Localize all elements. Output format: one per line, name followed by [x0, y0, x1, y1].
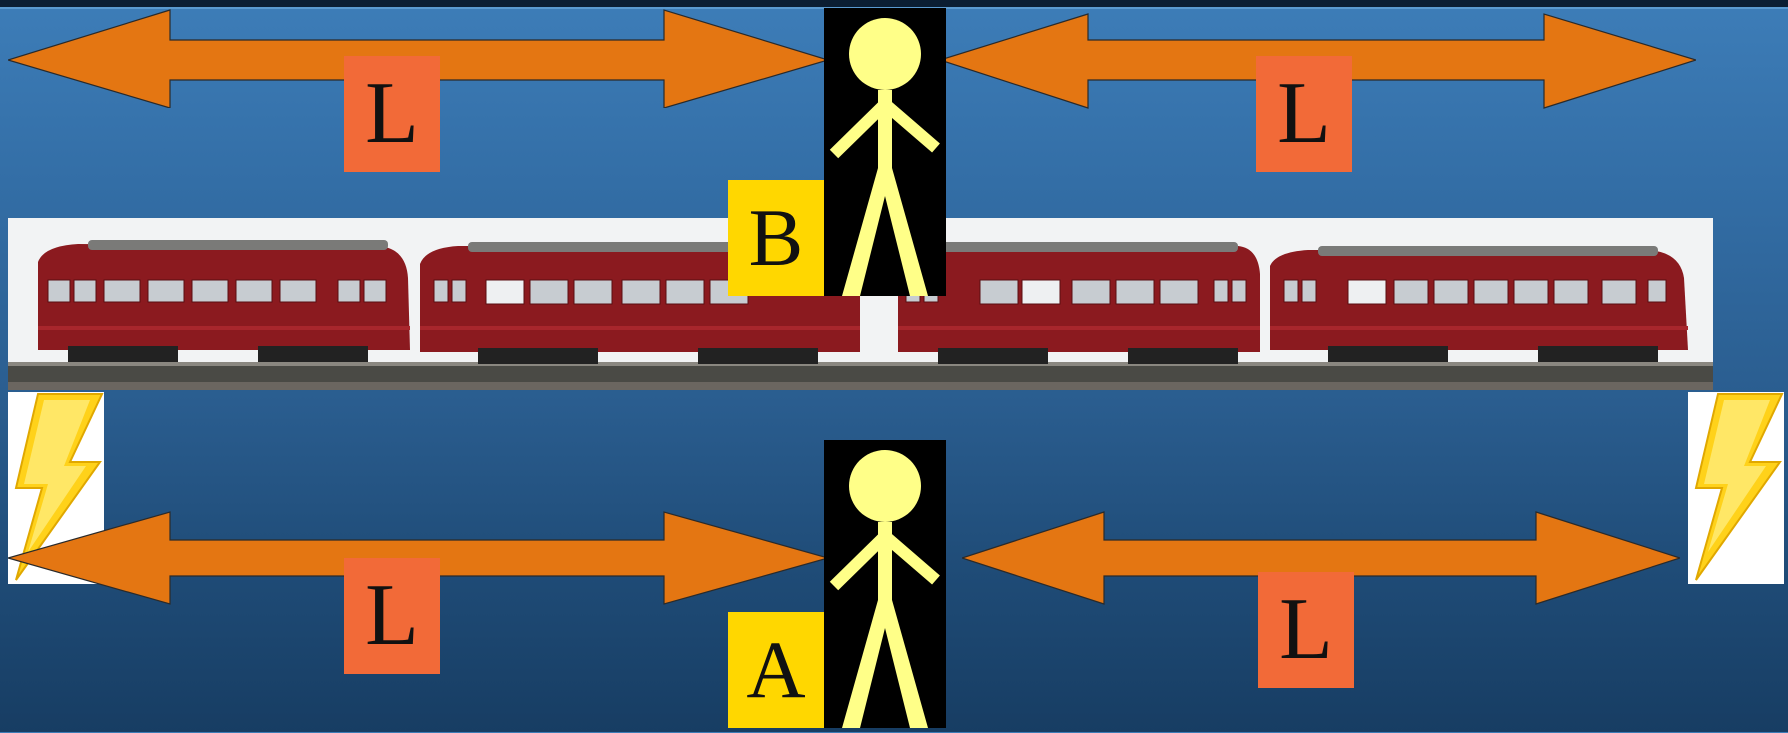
- train-car-4: [1270, 246, 1688, 362]
- length-label-top-right: L: [1256, 56, 1352, 172]
- observer-label-b: B: [728, 180, 824, 296]
- observer-figure-top: [824, 8, 946, 296]
- arrow-bottom-right: [962, 511, 1680, 605]
- train-car-1: [38, 240, 410, 362]
- lightning-right-icon: [1688, 392, 1784, 584]
- length-label-bottom-right: L: [1258, 572, 1354, 688]
- length-label-top-left: L: [344, 56, 440, 172]
- observer-figure-bottom: [824, 440, 946, 728]
- train-car-3: [898, 242, 1260, 364]
- observer-label-a: A: [728, 612, 824, 728]
- length-label-bottom-left: L: [344, 558, 440, 674]
- train: [8, 218, 1713, 390]
